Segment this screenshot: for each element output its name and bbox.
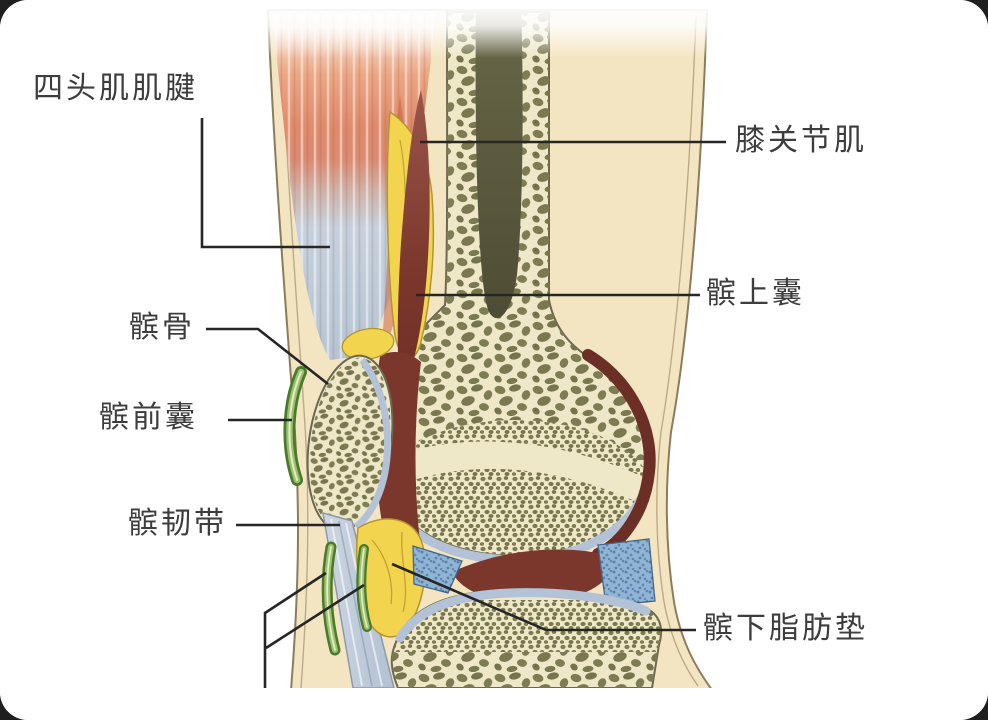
posterior-capsule-rim <box>582 349 656 560</box>
synovium-posterior <box>597 538 656 607</box>
joint-cavity-lens <box>452 549 613 602</box>
skin-inner-line-right <box>656 14 699 687</box>
tibia-plateau-cartilage <box>395 588 651 643</box>
label-prepatellar-bursa: 髌前囊 <box>99 401 198 434</box>
label-suprapatellar-bursa: 髌上囊 <box>706 277 805 310</box>
label-patella: 髌骨 <box>129 311 195 344</box>
label-quadriceps-tendon: 四头肌肌腱 <box>33 72 198 105</box>
label-infrapatellar-fat-pad: 髌下脂肪垫 <box>703 612 868 645</box>
leader-infrapatellar-fat-pad <box>391 562 696 632</box>
femur-subchondral-band <box>384 441 650 508</box>
femur-marrow-cavity <box>475 12 523 319</box>
label-articularis-genus: 膝关节肌 <box>735 124 867 157</box>
articularis-genus-muscle <box>397 90 430 394</box>
subcutaneous-infrapatellar-bursa <box>321 541 341 656</box>
leader-quadriceps-tendon <box>200 118 330 249</box>
leader-patella <box>206 327 329 386</box>
leader-lines <box>200 118 726 688</box>
synovium-anterior <box>412 545 463 594</box>
patella-cartilage <box>353 357 392 530</box>
tibia-trabeculae-coarse <box>391 652 662 688</box>
femur <box>383 11 651 565</box>
tibia <box>390 588 663 688</box>
bottom-crop <box>0 688 988 720</box>
prepatellar-bursa <box>283 366 307 486</box>
top-fade <box>0 0 988 58</box>
deep-infrapatellar-bursa <box>356 544 372 632</box>
leader-infrapatellar-bursa-1 <box>263 571 327 688</box>
leader-infrapatellar-bursa-2 <box>265 583 365 650</box>
label-patellar-ligament: 髌韧带 <box>128 507 227 540</box>
